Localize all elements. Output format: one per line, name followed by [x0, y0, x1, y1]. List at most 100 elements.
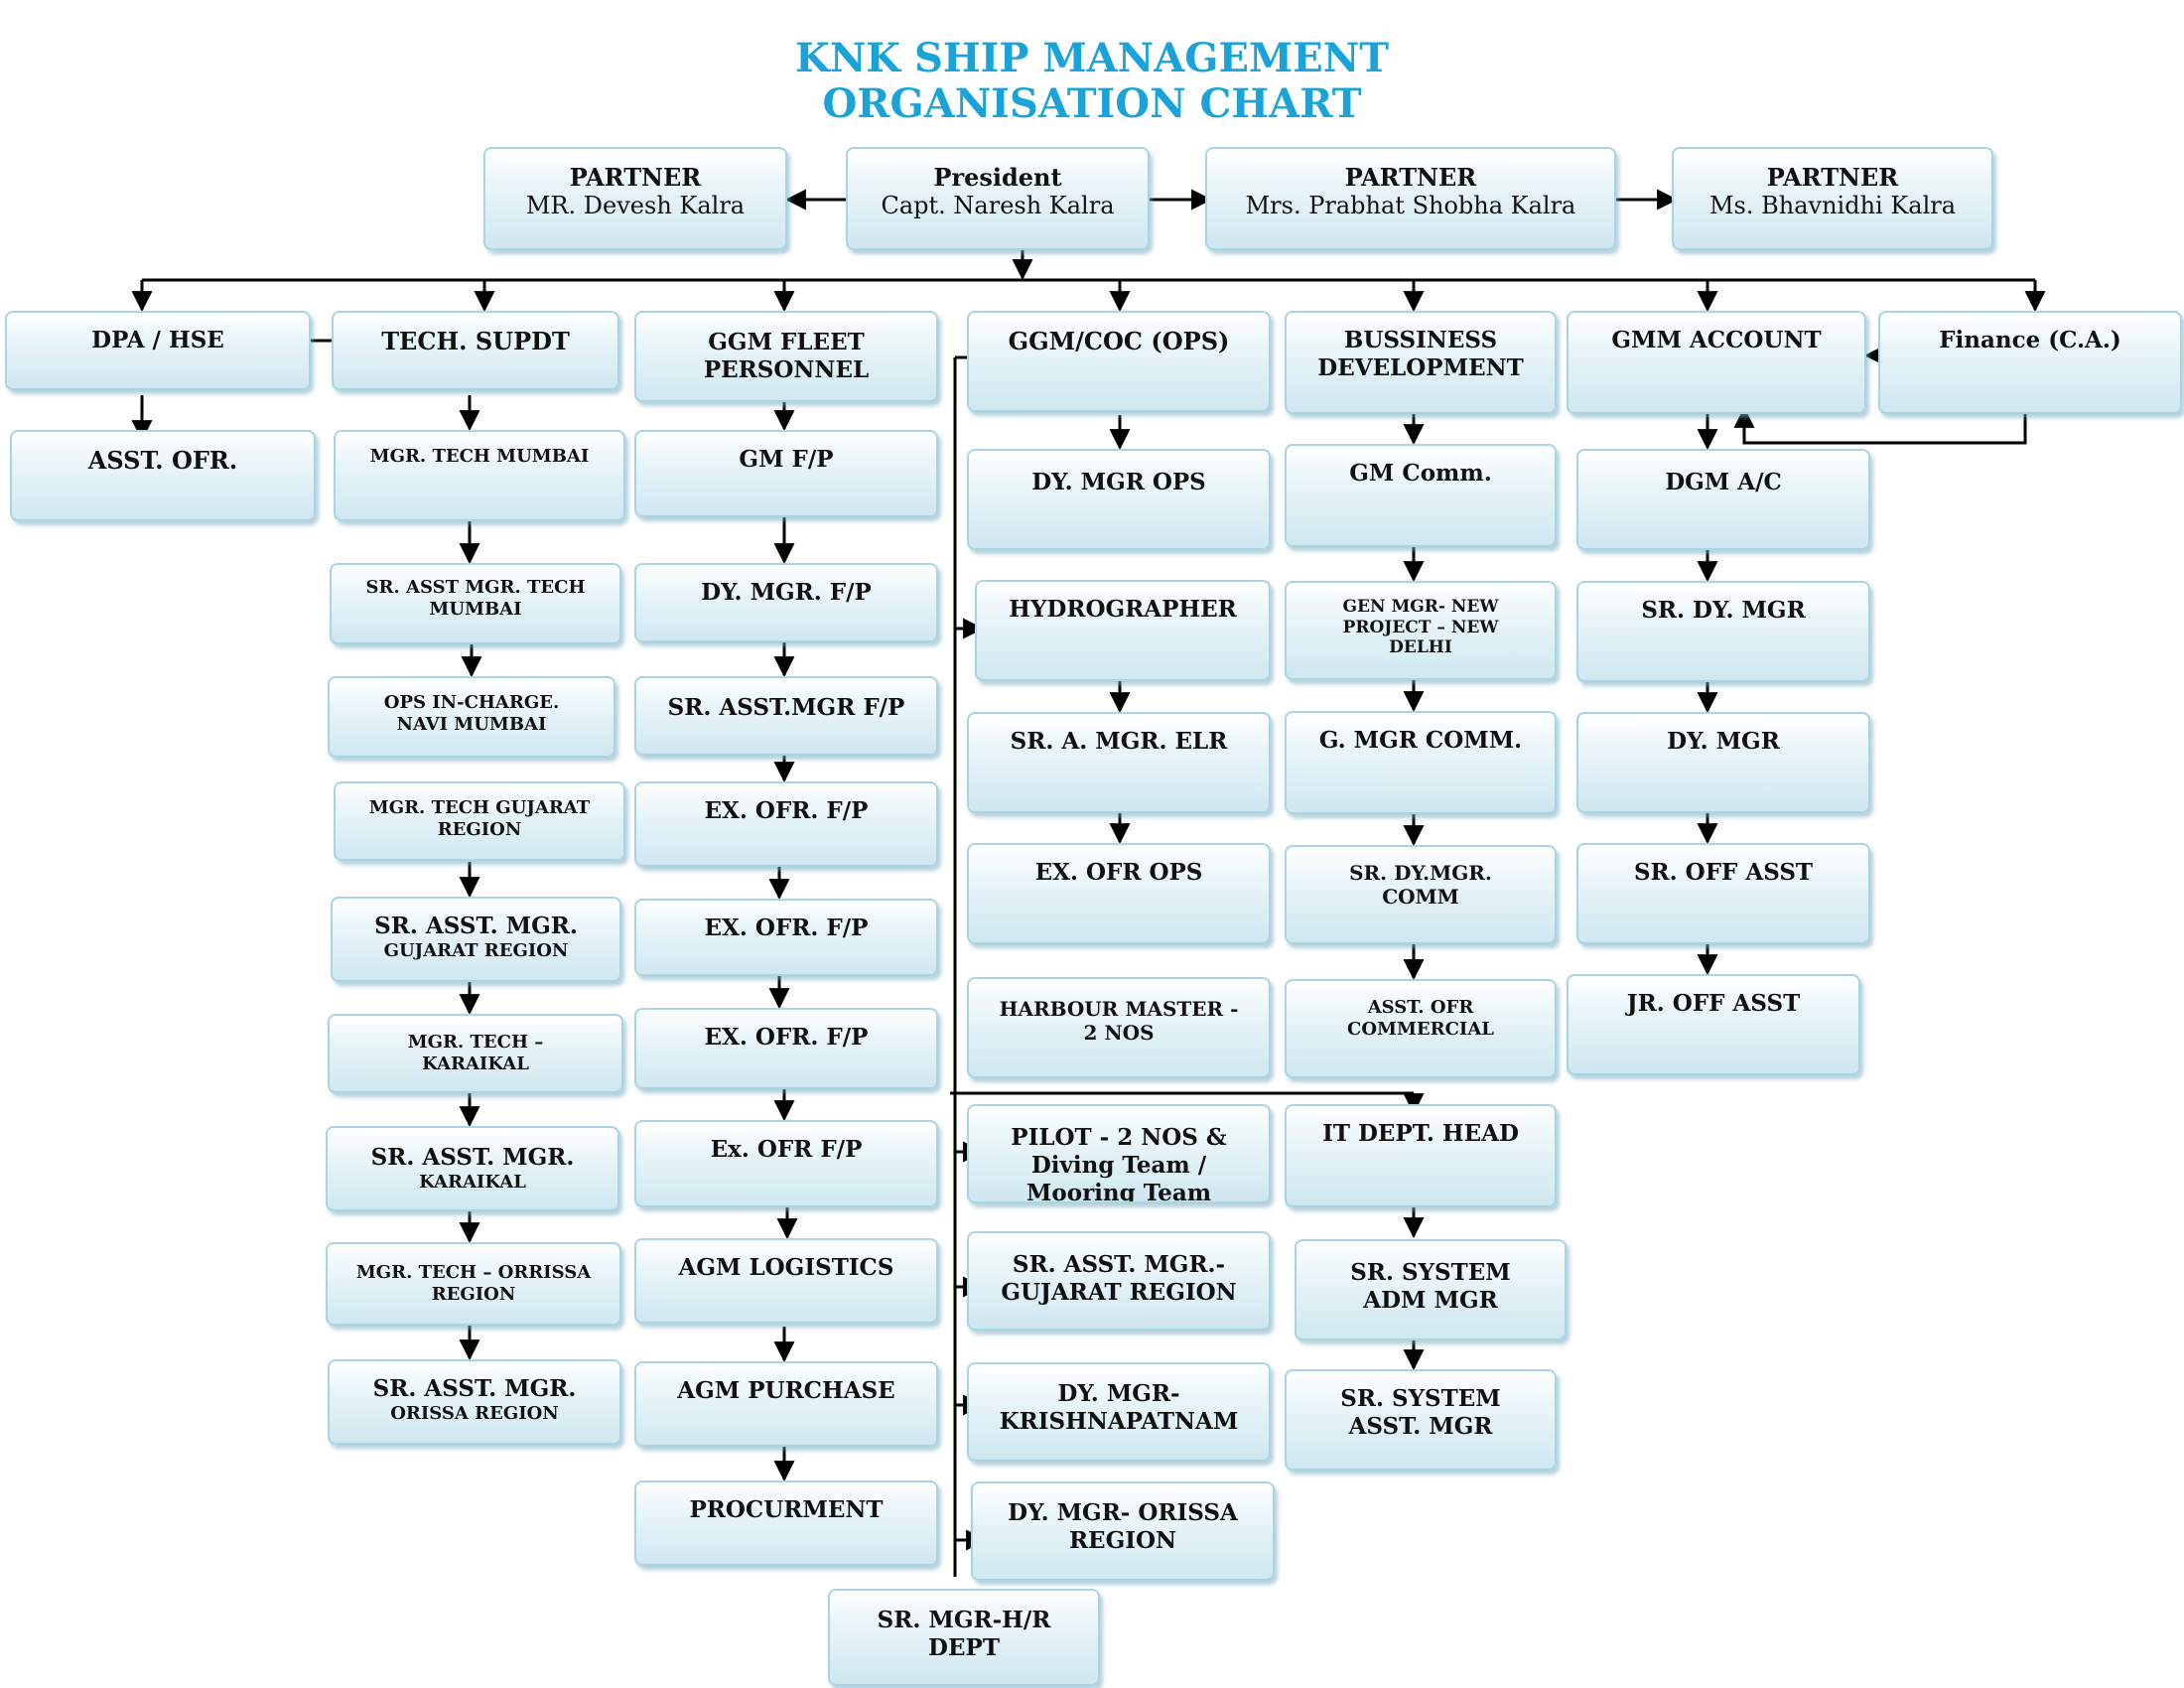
it-dept-head-label: IT DEPT. HEAD	[1322, 1120, 1519, 1147]
sr-system-adm-mgr-l1: SR. SYSTEM	[1350, 1259, 1511, 1286]
sr-dy-mgr-comm-box: SR. DY.MGR. COMM	[1285, 845, 1557, 944]
bd-head-l1: BUSSINESS	[1343, 327, 1498, 353]
sr-asst-mgr-tech-mumbai-l1: SR. ASST MGR. TECH	[365, 577, 586, 598]
ops-incharge-l2: NAVI MUMBAI	[396, 713, 547, 735]
title-line-2: ORGANISATION CHART	[822, 80, 1362, 127]
mgr-tech-mumbai-label: MGR. TECH MUMBAI	[369, 446, 590, 467]
ggm-fleet-l1: GGM FLEET	[708, 329, 865, 355]
mgr-tech-gujarat-l1: MGR. TECH GUJARAT	[368, 797, 591, 818]
pilot-l2: Diving Team /	[1030, 1152, 1207, 1180]
sr-mgr-hr-l2: DEPT	[928, 1634, 1000, 1662]
partner-devesh-box: PARTNER MR. Devesh Kalra	[483, 147, 787, 250]
asst-ofr-commercial-l1: ASST. OFR	[1367, 997, 1474, 1018]
dgm-ac-box: DGM A/C	[1576, 449, 1870, 550]
tech-supdt-box: TECH. SUPDT	[332, 311, 619, 390]
sr-asst-mgr-karaikal-box: SR. ASST. MGR. KARAIKAL	[326, 1126, 619, 1211]
procurment-box: PROCURMENT	[634, 1480, 938, 1566]
harbour-master-box: HARBOUR MASTER - 2 NOS	[967, 977, 1271, 1078]
ex-ofr-fp-4-label: Ex. OFR F/P	[710, 1136, 863, 1163]
dy-mgr-krishnapatnam-l1: DY. MGR-	[1057, 1380, 1180, 1407]
sr-a-mgr-elr-box: SR. A. MGR. ELR	[967, 712, 1271, 813]
ex-ofr-ops-box: EX. OFR OPS	[967, 843, 1271, 944]
ops-incharge-navi-mumbai-box: OPS IN-CHARGE. NAVI MUMBAI	[328, 676, 615, 758]
dpa-hse-box: DPA / HSE	[5, 311, 311, 390]
dy-mgr-orissa-region-box: DY. MGR- ORISSA REGION	[971, 1481, 1275, 1581]
hydrographer-box: HYDROGRAPHER	[975, 580, 1271, 681]
gen-mgr-new-project-box: GEN MGR- NEW PROJECT – NEW DELHI	[1285, 581, 1557, 680]
dy-mgr-ops-label: DY. MGR OPS	[1031, 469, 1206, 495]
bd-head-l2: DEVELOPMENT	[1317, 354, 1524, 382]
sr-off-asst-box: SR. OFF ASST	[1576, 843, 1870, 944]
dy-mgr-orissa-l1: DY. MGR- ORISSA	[1008, 1499, 1238, 1526]
mgr-tech-orrissa-l1: MGR. TECH – ORRISSA	[355, 1262, 592, 1283]
ggm-fleet-personnel-box: GGM FLEET PERSONNEL	[634, 311, 938, 402]
partner-prabhat-name: Mrs. Prabhat Shobha Kalra	[1245, 192, 1576, 220]
dgm-ac-label: DGM A/C	[1665, 469, 1782, 495]
pilot-l1: PILOT - 2 NOS &	[1011, 1124, 1227, 1151]
sr-off-asst-label: SR. OFF ASST	[1633, 859, 1814, 886]
sr-system-asst-mgr-l1: SR. SYSTEM	[1340, 1385, 1501, 1412]
mgr-tech-karaikal-box: MGR. TECH – KARAIKAL	[328, 1014, 623, 1093]
mgr-tech-orrissa-l2: REGION	[431, 1283, 516, 1305]
sr-system-adm-mgr-l2: ADM MGR	[1363, 1287, 1498, 1315]
harbour-master-l1: HARBOUR MASTER -	[999, 997, 1239, 1021]
gm-comm-box: GM Comm.	[1285, 444, 1557, 547]
partner-bhavnidhi-box: PARTNER Ms. Bhavnidhi Kalra	[1672, 147, 1993, 250]
sr-asst-mgr-karaikal-l1: SR. ASST. MGR.	[370, 1144, 575, 1171]
jr-off-asst-box: JR. OFF ASST	[1567, 974, 1860, 1075]
partner-devesh-role: PARTNER	[569, 163, 702, 192]
dy-mgr-ops-box: DY. MGR OPS	[967, 449, 1271, 550]
sr-asst-mgr-gujarat-ops-box: SR. ASST. MGR.- GUJARAT REGION	[967, 1231, 1271, 1331]
gm-comm-label: GM Comm.	[1349, 460, 1492, 487]
finance-ca-label: Finance (C.A.)	[1939, 327, 2121, 353]
harbour-master-l2: 2 NOS	[1083, 1021, 1155, 1046]
dy-mgr-orissa-l2: REGION	[1068, 1527, 1177, 1555]
president-role: President	[933, 163, 1062, 192]
sr-mgr-hr-l1: SR. MGR-H/R	[877, 1607, 1051, 1633]
ggm-coc-ops-label: GGM/COC (OPS)	[1008, 327, 1230, 355]
agm-logistics-box: AGM LOGISTICS	[634, 1238, 938, 1324]
mgr-tech-orrissa-box: MGR. TECH – ORRISSA REGION	[326, 1242, 621, 1326]
ex-ofr-fp-3-label: EX. OFR. F/P	[704, 1024, 869, 1051]
sr-asst-mgr-tech-mumbai-l2: MUMBAI	[429, 598, 522, 620]
sr-dy-mgr-label: SR. DY. MGR	[1641, 597, 1806, 624]
mgr-tech-karaikal-l2: KARAIKAL	[422, 1053, 529, 1074]
sr-mgr-hr-box: SR. MGR-H/R DEPT	[828, 1589, 1100, 1686]
pilot-l3: Mooring Team	[1025, 1180, 1212, 1203]
ex-ofr-fp-2-box: EX. OFR. F/P	[634, 899, 938, 976]
agm-purchase-box: AGM PURCHASE	[634, 1361, 938, 1447]
it-dept-head-box: IT DEPT. HEAD	[1285, 1104, 1557, 1207]
mgr-tech-karaikal-l1: MGR. TECH –	[407, 1032, 544, 1053]
sr-asst-mgr-orissa-box: SR. ASST. MGR. ORISSA REGION	[328, 1359, 621, 1445]
sr-asst-mgr-tech-mumbai-box: SR. ASST MGR. TECH MUMBAI	[330, 563, 621, 644]
sr-dy-mgr-comm-l2: COMM	[1382, 885, 1459, 910]
dy-mgr-acct-label: DY. MGR	[1667, 728, 1780, 755]
g-mgr-comm-label: G. MGR COMM.	[1318, 727, 1523, 754]
sr-asst-mgr-fp-label: SR. ASST.MGR F/P	[667, 694, 905, 721]
gm-fp-label: GM F/P	[739, 446, 834, 473]
sr-asst-mgr-fp-box: SR. ASST.MGR F/P	[634, 676, 938, 756]
gen-mgr-new-project-l3: DELHI	[1389, 637, 1452, 658]
ex-ofr-fp-3-box: EX. OFR. F/P	[634, 1008, 938, 1089]
asst-ofr-commercial-box: ASST. OFR COMMERCIAL	[1285, 979, 1557, 1078]
mgr-tech-gujarat-box: MGR. TECH GUJARAT REGION	[334, 781, 625, 861]
president-box: President Capt. Naresh Kalra	[846, 147, 1150, 250]
partner-prabhat-box: PARTNER Mrs. Prabhat Shobha Kalra	[1205, 147, 1616, 250]
sr-asst-mgr-gujarat-ops-l2: GUJARAT REGION	[1001, 1279, 1237, 1307]
gen-mgr-new-project-l1: GEN MGR- NEW	[1342, 597, 1499, 617]
ex-ofr-fp-1-label: EX. OFR. F/P	[704, 797, 869, 824]
sr-asst-mgr-gujarat-l1: SR. ASST. MGR.	[374, 913, 578, 939]
sr-asst-mgr-orissa-l1: SR. ASST. MGR.	[372, 1375, 577, 1402]
sr-asst-mgr-orissa-l2: ORISSA REGION	[390, 1403, 559, 1425]
agm-logistics-label: AGM LOGISTICS	[678, 1254, 894, 1281]
ops-incharge-l1: OPS IN-CHARGE.	[383, 692, 560, 713]
sr-dy-mgr-box: SR. DY. MGR	[1576, 581, 1870, 682]
sr-asst-mgr-gujarat-ops-l1: SR. ASST. MGR.-	[1012, 1251, 1226, 1278]
sr-asst-mgr-karaikal-l2: KARAIKAL	[419, 1172, 526, 1194]
asst-ofr-box: ASST. OFR.	[10, 430, 316, 521]
sr-asst-mgr-gujarat-box: SR. ASST. MGR. GUJARAT REGION	[331, 897, 621, 982]
g-mgr-comm-box: G. MGR COMM.	[1285, 711, 1557, 814]
dy-mgr-krishnapatnam-box: DY. MGR- KRISHNAPATNAM	[967, 1362, 1271, 1462]
partner-devesh-name: MR. Devesh Kalra	[525, 192, 746, 220]
procurment-label: PROCURMENT	[689, 1496, 884, 1523]
